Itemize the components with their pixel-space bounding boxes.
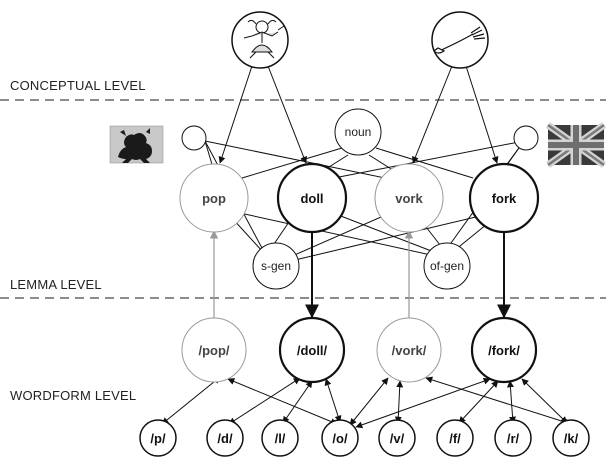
dutch-flag [109, 125, 164, 164]
phoneme-node-k: /k/ [552, 419, 590, 457]
phoneme-node-r: /r/ [494, 419, 532, 457]
phoneme-label-r: /r/ [507, 431, 520, 446]
dutch-language-node [181, 125, 207, 151]
union-jack-flag-icon [545, 122, 606, 168]
wordform-phoneme-links [161, 376, 572, 429]
phoneme-node-o: /o/ [321, 419, 359, 457]
s-gen-node: s-gen [252, 242, 300, 290]
phoneme-label-f: /f/ [449, 431, 461, 446]
phoneme-label-k: /k/ [564, 431, 579, 446]
fork-concept-node [431, 11, 489, 69]
phoneme-node-l: /l/ [261, 419, 299, 457]
phoneme-node-v: /v/ [378, 419, 416, 457]
noun-node: noun [334, 108, 382, 156]
phoneme-label-p: /p/ [150, 431, 166, 446]
wordform-node-fork: /fork/ [470, 316, 538, 384]
wordform-label-doll: /doll/ [297, 343, 328, 358]
of-gen-node: of-gen [423, 242, 471, 290]
phoneme-label-l: /l/ [275, 431, 286, 446]
lemma-node-pop: pop [179, 163, 249, 233]
wordform-label-pop: /pop/ [198, 343, 229, 358]
lemma-label-pop: pop [202, 191, 226, 206]
lemma-node-doll: doll [276, 162, 348, 234]
doll-concept-node [231, 11, 289, 69]
fork-drawing-icon [433, 26, 486, 54]
english-language-node [513, 125, 539, 151]
wordform-level-label: WORDFORM LEVEL [10, 388, 136, 403]
wordform-node-doll: /doll/ [278, 316, 346, 384]
lemma-label-vork: vork [395, 191, 423, 206]
phoneme-node-f: /f/ [436, 419, 474, 457]
phoneme-label-v: /v/ [390, 431, 405, 446]
conceptual-level-label: CONCEPTUAL LEVEL [10, 78, 146, 93]
s-gen-label: s-gen [261, 259, 291, 273]
phoneme-label-d: /d/ [217, 431, 233, 446]
wordform-label-vork: /vork/ [392, 343, 427, 358]
english-flag [545, 122, 606, 168]
wordform-node-pop: /pop/ [181, 317, 247, 383]
lemma-node-vork: vork [374, 163, 444, 233]
lemma-node-fork: fork [468, 162, 540, 234]
phoneme-node-p: /p/ [139, 419, 177, 457]
wordform-node-vork: /vork/ [376, 317, 442, 383]
lemma-label-fork: fork [492, 191, 517, 206]
lemma-level-label: LEMMA LEVEL [10, 277, 102, 292]
noun-label: noun [345, 125, 372, 139]
flanders-lion-flag-icon [118, 128, 152, 163]
phoneme-label-o: /o/ [332, 431, 348, 446]
wordform-label-fork: /fork/ [488, 343, 520, 358]
doll-drawing-icon [243, 19, 285, 59]
lemma-label-doll: doll [300, 191, 323, 206]
phoneme-node-d: /d/ [206, 419, 244, 457]
of-gen-label: of-gen [430, 259, 464, 273]
lemma-wordform-links [209, 230, 511, 319]
